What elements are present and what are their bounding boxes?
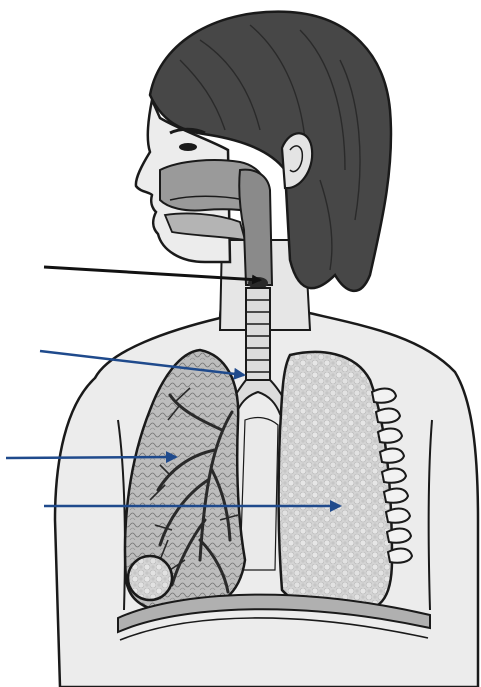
- trachea: [246, 288, 270, 382]
- alveoli-detail-circle: [128, 556, 172, 600]
- mediastinum: [240, 418, 278, 570]
- eye: [179, 143, 197, 151]
- arrow-bronchioles: [6, 457, 176, 458]
